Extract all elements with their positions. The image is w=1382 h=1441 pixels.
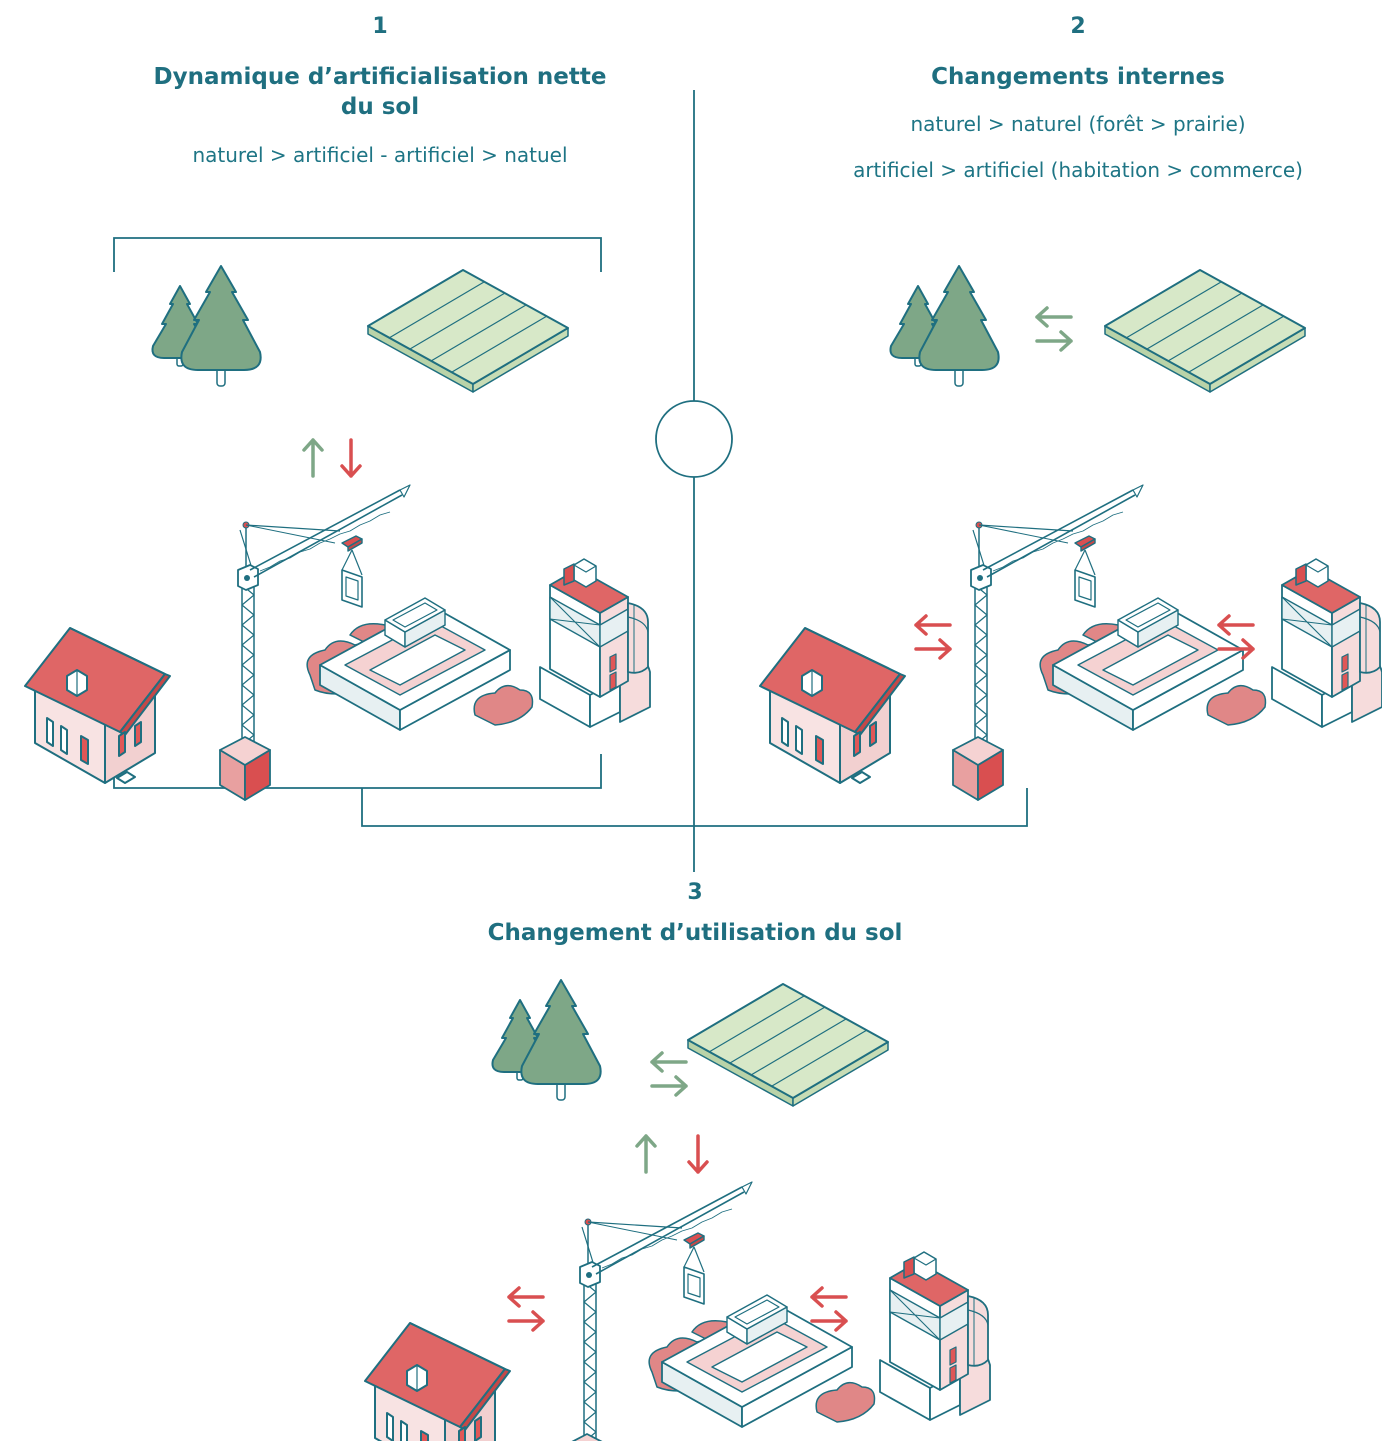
section1-field-icon: [367, 269, 569, 393]
section1-building-icon: [539, 558, 651, 728]
section3-house-swap-arrows-icon: [507, 1286, 545, 1332]
section1-top-bracket: [113, 237, 602, 272]
section3-house-icon: [364, 1322, 511, 1441]
section3-field-icon: [687, 983, 889, 1107]
section3-up-arrow-icon: [635, 1134, 657, 1174]
section2-trees-icon: [889, 265, 1000, 387]
section3-down-arrow-icon: [687, 1134, 709, 1174]
section1-crane-site-icon: [219, 484, 534, 801]
section1-house-icon: [24, 627, 171, 784]
section1-title-line2: du sol: [340, 94, 420, 120]
section3-crane-site-icon: [561, 1181, 876, 1441]
section1-trees-icon: [151, 265, 262, 387]
section2-house-icon: [759, 627, 906, 784]
section1-title-line1: Dynamique d’artificialisation nette: [153, 64, 607, 90]
section3-building-icon: [879, 1251, 991, 1421]
section2-crane-site-icon: [952, 484, 1267, 801]
section3-building-swap-arrows-icon: [810, 1286, 848, 1332]
section2-number: 2: [1070, 14, 1086, 39]
section3-nature-swap-arrows-icon: [650, 1051, 688, 1097]
section1-subtitle: naturel > artificiel - artificiel > natu…: [192, 143, 568, 167]
section2-title: Changements internes: [931, 64, 1225, 90]
section1-bottom-bracket: [113, 754, 602, 789]
section1-down-arrow-icon: [340, 438, 362, 478]
section3-number: 3: [687, 880, 703, 905]
section3-title: Changement d’utilisation du sol: [487, 920, 903, 946]
section1-up-arrow-icon: [302, 438, 324, 478]
section2-subtitle-line1: naturel > naturel (forêt > prairie): [910, 112, 1246, 136]
section1-number: 1: [372, 14, 388, 39]
section2-subtitle-line2: artificiel > artificiel (habitation > co…: [853, 158, 1303, 182]
plus-circle: [655, 400, 733, 478]
section3-trees-icon: [491, 979, 602, 1101]
section2-house-swap-arrows-icon: [914, 614, 952, 660]
section2-field-icon: [1104, 269, 1306, 393]
section2-building-icon: [1271, 558, 1382, 728]
section2-nature-swap-arrows-icon: [1035, 306, 1073, 352]
